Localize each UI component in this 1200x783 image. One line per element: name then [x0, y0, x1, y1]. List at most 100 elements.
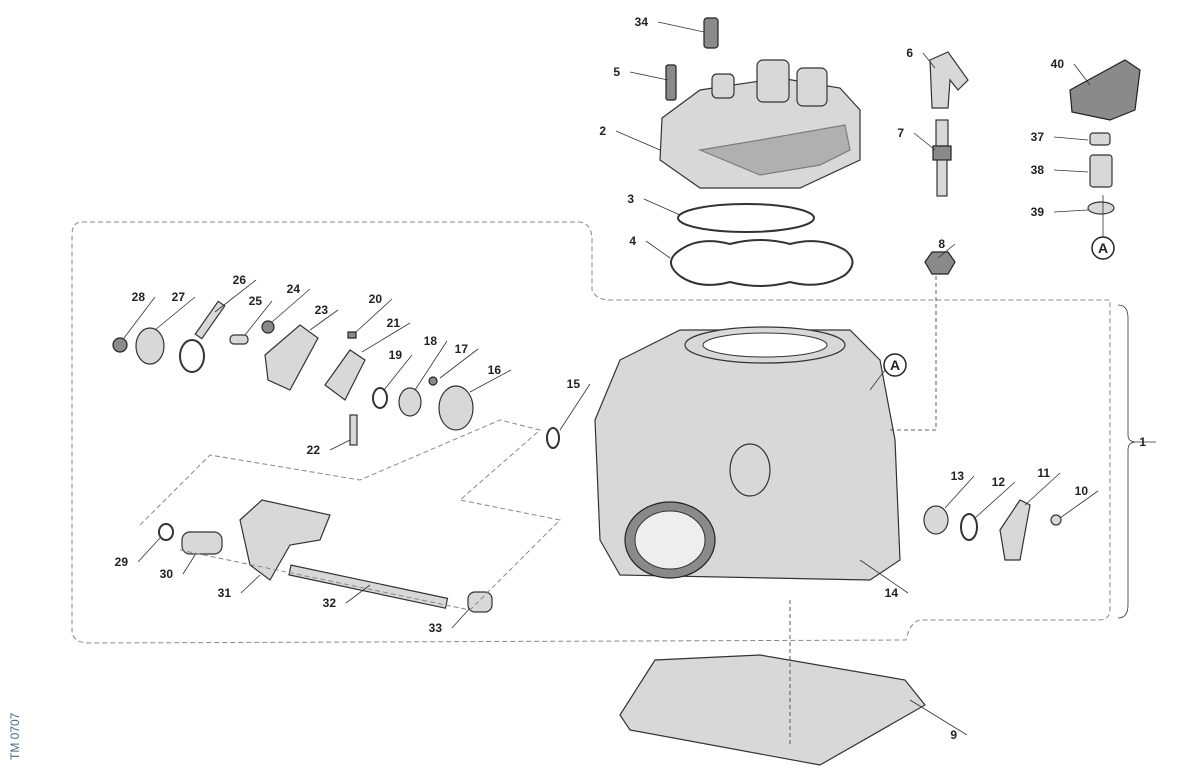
head-bolt [665, 64, 677, 101]
callout-label: 19 [389, 348, 403, 362]
callout-label: 24 [287, 282, 301, 296]
callout-label: 12 [992, 475, 1006, 489]
callout-label: 11 [1037, 466, 1050, 480]
callout-9: 9 [909, 699, 968, 742]
callout-label: 23 [315, 303, 329, 317]
spark-plug [932, 119, 952, 197]
svg-text:A: A [890, 357, 900, 373]
leader-line [244, 300, 273, 336]
callout-34: 34 [635, 15, 705, 33]
callout-label: 34 [635, 15, 649, 29]
leader-line [355, 298, 393, 333]
callout-19: 19 [383, 348, 413, 391]
callout-32: 32 [323, 584, 371, 610]
leader-line [361, 322, 411, 353]
callout-label: 17 [455, 342, 469, 356]
callout-label: 38 [1031, 163, 1045, 177]
leader-line [974, 481, 1016, 519]
callout-33: 33 [429, 607, 471, 635]
leader-line [1073, 63, 1091, 86]
leader-line [1053, 209, 1089, 213]
callout-label: 15 [567, 377, 581, 391]
callout-label: 21 [387, 316, 401, 330]
callout-label: 32 [323, 596, 337, 610]
center-line [789, 276, 937, 745]
callout-label: 3 [627, 192, 634, 206]
callout-label: 9 [950, 728, 957, 742]
callout-8: 8 [937, 237, 956, 259]
callout-22: 22 [307, 439, 351, 457]
leader-line [137, 537, 161, 563]
callout-17: 17 [439, 342, 479, 379]
callout-31: 31 [218, 574, 261, 600]
leader-line [469, 369, 512, 393]
cylinder-head [659, 59, 861, 189]
callout-label: 31 [218, 586, 232, 600]
callout-label: 39 [1031, 205, 1045, 219]
callout-38: 38 [1031, 163, 1089, 177]
callout-label: 37 [1031, 130, 1045, 144]
callout-label: 16 [488, 363, 502, 377]
leader-line [615, 130, 661, 151]
callout-30: 30 [160, 554, 196, 581]
callout-6: 6 [906, 46, 936, 69]
leader-line [913, 132, 936, 151]
callout-16: 16 [469, 363, 512, 393]
o-ring-3 [677, 203, 815, 233]
spacer-37 [1089, 132, 1111, 146]
callout-13: 13 [944, 469, 975, 509]
callout-2: 2 [599, 124, 661, 151]
callout-1: 1 [1136, 435, 1156, 449]
callout-label: 25 [249, 294, 263, 308]
callout-label: 1 [1139, 435, 1146, 449]
leader-line [439, 348, 479, 379]
callout-7: 7 [897, 126, 936, 151]
leader-line [1059, 490, 1099, 519]
base-gasket-9 [619, 654, 926, 766]
leader-line [937, 243, 956, 259]
leader-line [1053, 169, 1089, 173]
callout-label: 26 [233, 273, 247, 287]
sleeve-38 [1089, 154, 1113, 188]
callout-24: 24 [271, 282, 311, 323]
leader-line [559, 383, 591, 431]
leader-line [329, 439, 351, 451]
callout-label: 6 [906, 46, 913, 60]
callout-label: 29 [115, 555, 129, 569]
callout-label: 27 [172, 290, 186, 304]
leader-line [944, 475, 975, 509]
callout-20: 20 [355, 292, 393, 333]
callout-3: 3 [627, 192, 681, 216]
leader-line [154, 296, 196, 331]
head-gasket-4 [670, 239, 854, 287]
callout-label: 2 [599, 124, 606, 138]
callout-11: 11 [1024, 466, 1061, 506]
callout-26: 26 [214, 273, 257, 313]
cylinder [594, 326, 901, 581]
callout-label: 18 [424, 334, 438, 348]
callout-27: 27 [154, 290, 196, 331]
callout-label: 40 [1051, 57, 1065, 71]
subassembly-outline [139, 419, 562, 611]
callout-label: 28 [132, 290, 146, 304]
flange-nut [924, 251, 956, 275]
leader-line [271, 288, 311, 323]
leader-line [1024, 472, 1061, 506]
detail-marker-a-top: A [1091, 195, 1115, 260]
leader-line [645, 240, 671, 259]
callout-29: 29 [115, 537, 161, 569]
detail-marker-a-cylinder: A [869, 353, 907, 391]
callout-label: 22 [307, 443, 321, 457]
leader-line [859, 559, 909, 594]
callout-label: 20 [369, 292, 383, 306]
assembly-bracket [1117, 304, 1137, 619]
callout-label: 14 [885, 586, 899, 600]
leader-line [909, 699, 968, 736]
exhaust-valve-parts [112, 300, 1062, 613]
leader-line [123, 296, 156, 339]
callout-label: 7 [897, 126, 904, 140]
callout-39: 39 [1031, 205, 1089, 219]
callout-label: 13 [951, 469, 965, 483]
washer-39 [1087, 201, 1115, 215]
